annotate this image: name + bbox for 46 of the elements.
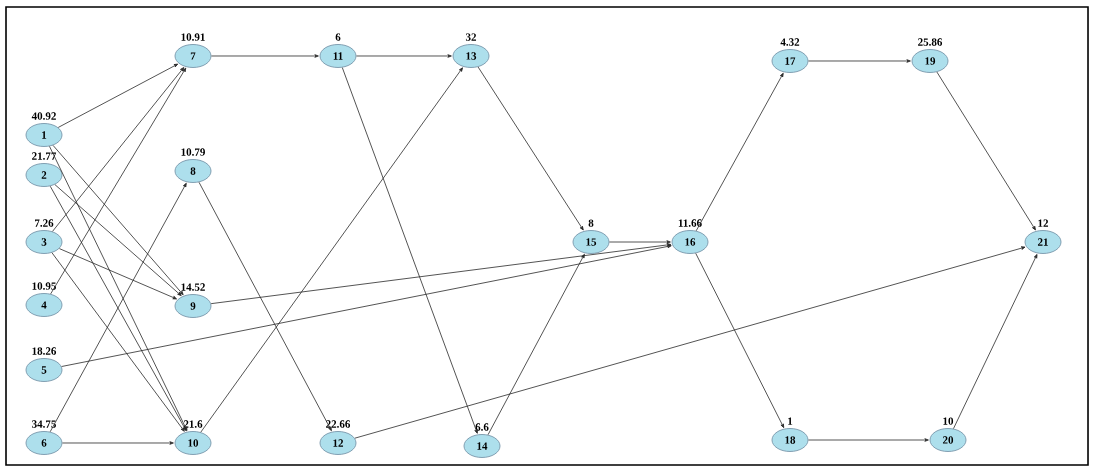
arrow xyxy=(487,253,585,436)
node-value: 10.79 xyxy=(181,148,205,156)
node-value: 22.66 xyxy=(326,420,351,428)
arrow xyxy=(200,67,463,433)
node-value: 1 xyxy=(788,417,793,425)
arrow xyxy=(695,252,785,429)
arrow xyxy=(211,54,319,58)
node-value: 14.52 xyxy=(181,283,205,291)
arrow xyxy=(50,67,187,295)
arrow xyxy=(356,54,452,58)
arrow xyxy=(57,63,179,128)
arrow xyxy=(953,254,1038,429)
arrow xyxy=(341,67,478,434)
arrow xyxy=(61,244,672,367)
arrow xyxy=(62,441,174,445)
node-value: 10 xyxy=(943,417,954,425)
node-value: 40.92 xyxy=(31,112,56,120)
arrow xyxy=(808,59,911,63)
node-value: 25.86 xyxy=(918,38,943,46)
node-value: 8 xyxy=(588,219,594,227)
node-value: 18.26 xyxy=(32,347,57,355)
arrow xyxy=(52,145,184,296)
arrow xyxy=(477,66,584,231)
arrow xyxy=(808,438,929,442)
arrow xyxy=(609,240,671,244)
arrow xyxy=(695,72,784,232)
arrow xyxy=(54,184,182,297)
arrow xyxy=(936,71,1036,231)
node-value: 32 xyxy=(465,33,477,41)
node-value: 10.91 xyxy=(181,33,205,41)
arrow xyxy=(198,181,332,432)
node-value: 6.6 xyxy=(475,423,489,431)
arrow xyxy=(51,252,185,432)
node-value: 11.66 xyxy=(678,219,702,227)
arrow xyxy=(210,243,672,305)
arrow xyxy=(354,246,1026,439)
node-value: 21.77 xyxy=(32,152,57,160)
node-value: 6 xyxy=(335,33,341,41)
node-value: 21.6 xyxy=(183,420,203,428)
arrow xyxy=(59,248,177,300)
node-value: 7.26 xyxy=(35,219,54,227)
node-value: 10.95 xyxy=(32,282,56,290)
node-value: 4.32 xyxy=(780,38,800,46)
node-value: 34.75 xyxy=(32,420,56,428)
arrow xyxy=(52,67,185,232)
node-value: 12 xyxy=(1038,219,1049,227)
